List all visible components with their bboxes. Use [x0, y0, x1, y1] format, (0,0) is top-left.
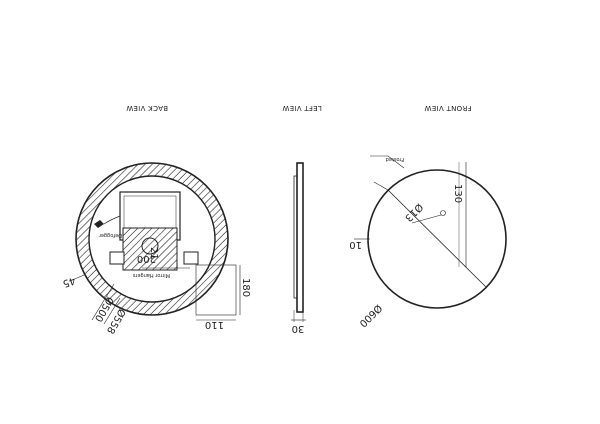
defogger-label: Defogger	[98, 232, 122, 238]
back-view: BACK VIEW 45 Ø500 Ø558 180 110 200 21 De…	[61, 104, 251, 336]
front-view: FRONT VIEW Ø600 Ø13 130 10 Frosted	[349, 104, 507, 330]
diameter-line	[387, 189, 487, 288]
dim-180-label: 180	[240, 278, 251, 297]
dim-45-label: 45	[61, 274, 77, 289]
defogger-pad	[122, 227, 178, 271]
side-profile	[296, 162, 304, 313]
dim-21-label: 21	[148, 247, 159, 260]
back-view-title: BACK VIEW	[126, 104, 168, 112]
hanger-right	[109, 251, 125, 265]
front-diameter-label: Ø600	[357, 302, 385, 330]
left-view: 30 LEFT VIEW	[282, 104, 322, 334]
left-view-title: LEFT VIEW	[282, 104, 322, 112]
frosted-label: Frosted	[386, 156, 404, 162]
dim-110-label: 110	[205, 319, 224, 330]
switch-hole	[440, 210, 446, 216]
dim-10-label: 10	[349, 239, 362, 250]
dim-130-label: 130	[452, 184, 463, 203]
front-view-title: FRONT VIEW	[424, 104, 471, 112]
thickness-label: 30	[292, 323, 305, 334]
mirror-hangers-label: Mirror Hangers	[132, 272, 170, 278]
plug-icon	[94, 220, 104, 228]
dim-200-label: 200	[137, 253, 156, 264]
hanger-left	[183, 251, 199, 265]
